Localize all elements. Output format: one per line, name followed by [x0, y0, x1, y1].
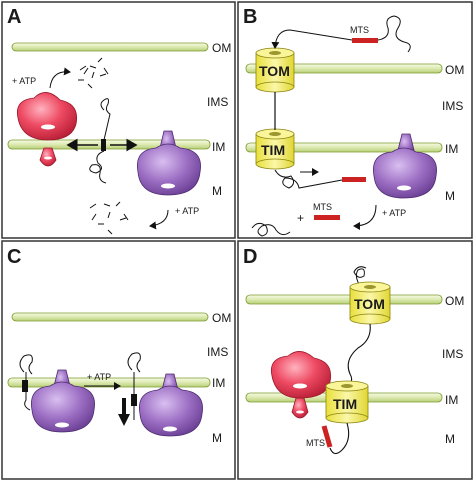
- panel-a-atp-arrow-top: [49, 67, 71, 89]
- panel-c-om-label: OM: [212, 311, 231, 325]
- panel-a-m-label: M: [212, 184, 222, 198]
- panel-c-frame: [1, 240, 236, 480]
- panel-a-purple-chaperone: [137, 130, 201, 196]
- panel-c-im-label: IM: [212, 376, 225, 390]
- panel-b-label: B: [243, 6, 257, 28]
- panel-b-mts-label-bottom: MTS: [313, 202, 332, 212]
- panel-d-om-label: OM: [445, 294, 464, 308]
- panel-b-mts-top: [352, 38, 378, 43]
- panel-c-label: C: [7, 246, 21, 268]
- panel-c-marker-left: [22, 380, 28, 392]
- panel-c-ims-label: IMS: [207, 345, 228, 359]
- panel-b-precursor: [377, 15, 411, 53]
- panel-c-outer-membrane: [11, 312, 209, 322]
- panel-b-imported-chain: [274, 169, 343, 189]
- panel-d-mts: [321, 425, 333, 448]
- panel-a-outer-membrane: [11, 42, 209, 52]
- panel-b-ims-label: IMS: [442, 99, 463, 113]
- panel-a-im-label: IM: [212, 140, 225, 154]
- panel-d-red-chaperone: [270, 351, 332, 419]
- panel-d-label: D: [243, 246, 257, 268]
- panel-a-polypeptide: [89, 98, 111, 184]
- panel-b-atp-label: + ATP: [382, 208, 406, 218]
- panel-d-mts-label: MTS: [306, 438, 325, 448]
- panel-c-purple-chaperone-left: [31, 369, 95, 433]
- panel-b-tom-channel: [255, 47, 295, 93]
- panel-a-atp-label-bottom: + ATP: [175, 206, 199, 216]
- panel-b-purple-chaperone: [373, 133, 437, 199]
- panel-b-outer-membrane: [245, 63, 443, 74]
- panel-d-chain-top: [353, 266, 367, 287]
- panel-a-label: A: [7, 6, 21, 28]
- panel-d-tim-label: TIM: [333, 396, 357, 412]
- panel-a-ims-label: IMS: [207, 95, 228, 109]
- panel-b-plus: +: [297, 211, 304, 225]
- panel-b-tim-label: TIM: [261, 142, 285, 158]
- panel-b-im-label: IM: [445, 142, 458, 156]
- panel-b-om-label: OM: [445, 63, 464, 77]
- panel-b-atp-arrow: [353, 204, 377, 230]
- panel-b-inner-membrane: [245, 142, 443, 153]
- panel-c-pull-arrow-head: [118, 414, 130, 426]
- panel-b-released-chain: [251, 222, 291, 237]
- panel-b: B OM IMS IM M TOM TIM MTS: [237, 1, 473, 239]
- panel-a-fragments-top: [78, 57, 109, 89]
- panel-c-m-label: M: [212, 431, 222, 445]
- panel-a-fragments-bottom: [89, 201, 129, 235]
- panel-d-outer-membrane: [245, 294, 443, 305]
- panel-d: D OM IMS IM M TOM: [237, 240, 473, 480]
- panel-b-import-arrow: [271, 29, 353, 49]
- panel-d-tom-label: TOM: [354, 296, 385, 312]
- panel-c-marker-right: [131, 394, 137, 406]
- panel-c: C OM IMS IM M + ATP: [1, 240, 236, 480]
- panel-b-m-label: M: [445, 189, 455, 203]
- panel-a-red-chaperone: [16, 92, 78, 167]
- panel-d-ims-label: IMS: [442, 347, 463, 361]
- panel-d-chain-matrix: [329, 422, 350, 455]
- panel-b-mts-middle: [342, 177, 366, 182]
- panel-a: A OM IMS IM M + ATP + ATP: [1, 1, 236, 239]
- panel-a-atp-label-top: + ATP: [12, 76, 36, 86]
- panel-b-tom-label: TOM: [259, 63, 290, 79]
- panel-d-m-label: M: [445, 432, 455, 446]
- panel-b-mts-bottom: [314, 215, 340, 220]
- panel-b-frame: [237, 1, 473, 239]
- panel-b-mts-label-top: MTS: [350, 25, 369, 35]
- panel-c-purple-chaperone-right: [139, 373, 203, 437]
- panel-d-frame: [237, 240, 473, 480]
- panel-d-im-label: IM: [445, 393, 458, 407]
- panel-c-chain-left: [19, 354, 33, 411]
- panel-c-atp-label: + ATP: [87, 372, 111, 382]
- panel-a-atp-arrow-bottom: [149, 209, 169, 230]
- panel-a-om-label: OM: [212, 41, 231, 55]
